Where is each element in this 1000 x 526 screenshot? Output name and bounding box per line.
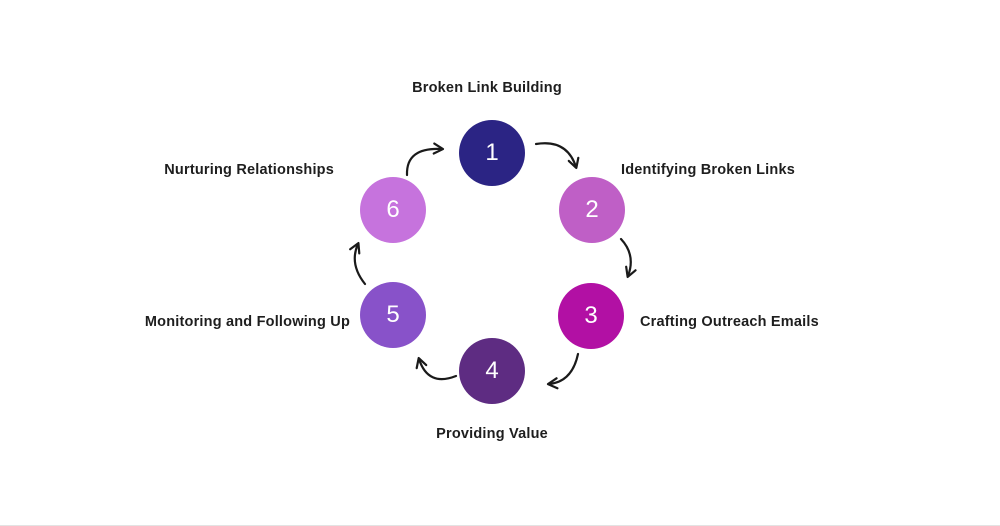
step-label-providing-value: Providing Value bbox=[436, 426, 548, 442]
step-label-broken-link-building: Broken Link Building bbox=[412, 80, 562, 96]
step-label-monitoring-and-following-up: Monitoring and Following Up bbox=[144, 314, 350, 330]
step-number-4: 4 bbox=[485, 357, 499, 384]
step-circle-1: 1 bbox=[459, 120, 525, 186]
curved-arrow-6-to-1-icon bbox=[405, 142, 445, 177]
curved-arrow-5-to-6-icon bbox=[349, 241, 367, 286]
step-label-crafting-outreach-emails: Crafting Outreach Emails bbox=[640, 314, 819, 330]
step-number-2: 2 bbox=[585, 196, 599, 223]
step-number-1: 1 bbox=[485, 139, 499, 166]
curved-arrow-1-to-2-icon bbox=[534, 142, 580, 170]
step-number-5: 5 bbox=[386, 301, 400, 328]
step-circle-4: 4 bbox=[459, 338, 525, 404]
curved-arrow-3-to-4-icon bbox=[546, 352, 580, 390]
step-circle-6: 6 bbox=[360, 177, 426, 243]
step-circle-5: 5 bbox=[360, 282, 426, 348]
step-circle-3: 3 bbox=[558, 283, 624, 349]
step-label-identifying-broken-links: Identifying Broken Links bbox=[621, 162, 795, 178]
curved-arrow-2-to-3-icon bbox=[619, 237, 637, 279]
step-number-3: 3 bbox=[584, 302, 598, 329]
step-number-6: 6 bbox=[386, 196, 400, 223]
step-label-nurturing-relationships: Nurturing Relationships bbox=[164, 162, 334, 178]
step-circle-2: 2 bbox=[559, 177, 625, 243]
curved-arrow-4-to-5-icon bbox=[415, 356, 458, 381]
